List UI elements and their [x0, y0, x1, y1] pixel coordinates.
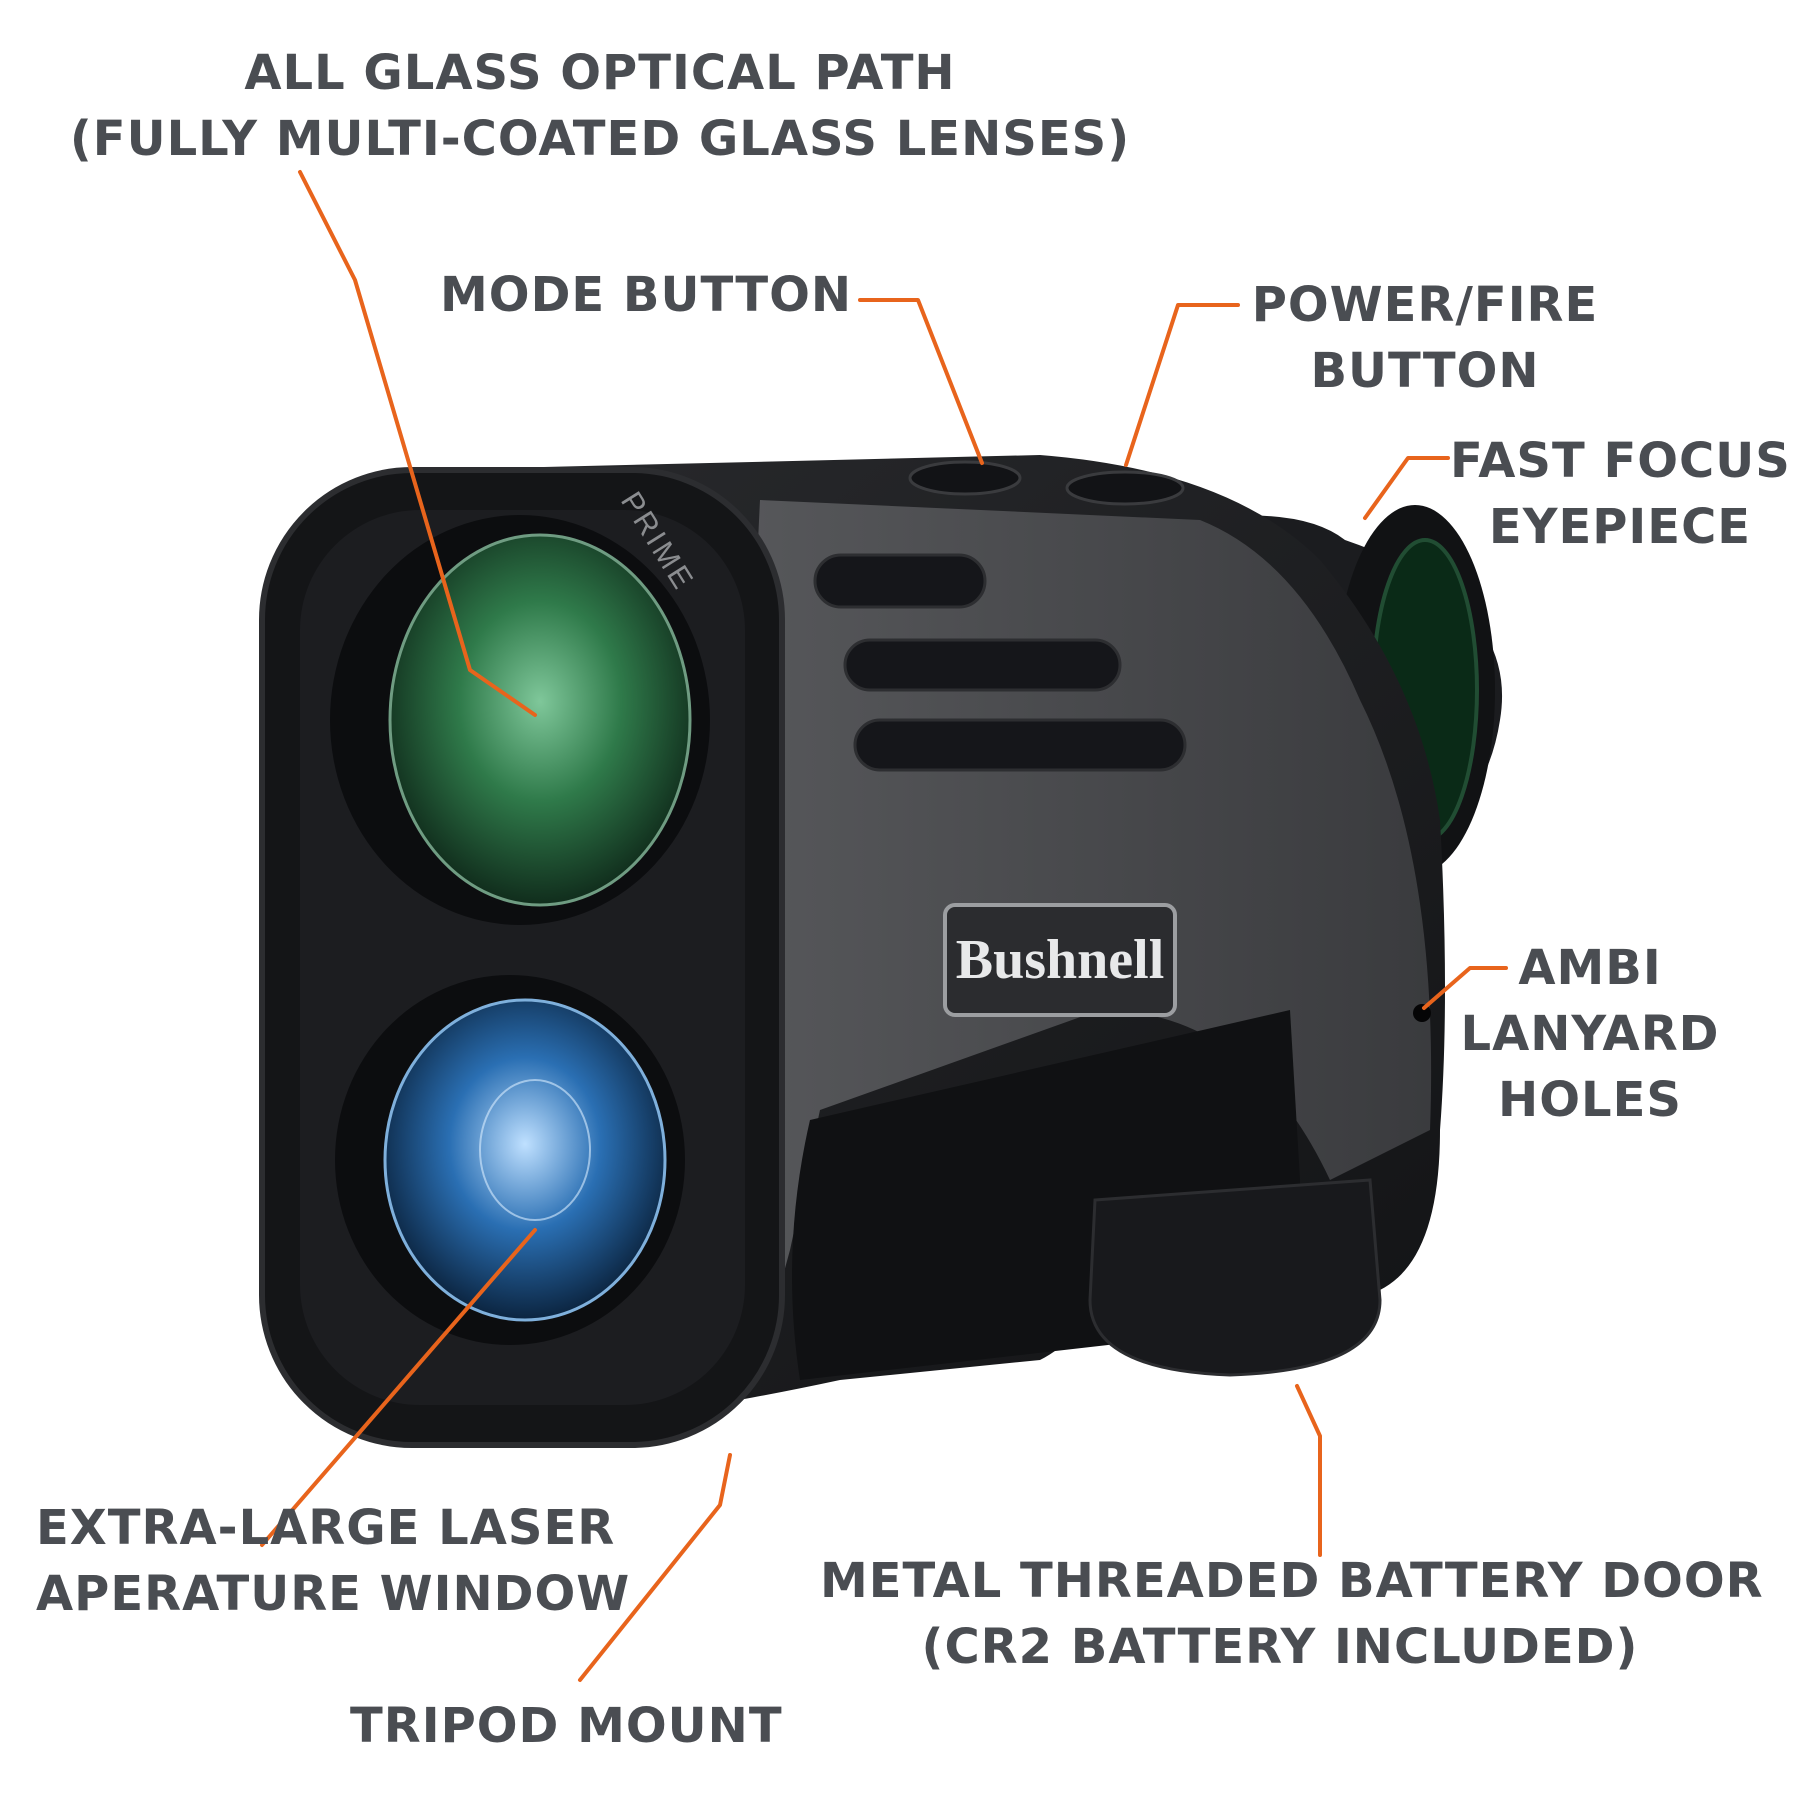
callout-battery-door-line1: METAL THREADED BATTERY DOOR [820, 1553, 1764, 1609]
callout-tripod-mount: TRIPOD MOUNT [350, 1693, 783, 1759]
leader-optical-path [298, 170, 537, 717]
callout-laser-window-line1: EXTRA-LARGE LASER [36, 1500, 616, 1556]
callout-lanyard-line3: HOLES [1498, 1072, 1682, 1129]
callout-optical-path-line2: (FULLY MULTI-COATED GLASS LENSES) [69, 111, 1131, 168]
callout-lanyard-line1: AMBI [1518, 940, 1662, 996]
leader-lanyard [1422, 966, 1508, 1010]
leader-fast-focus [1363, 456, 1450, 520]
leader-mode-button [858, 298, 984, 465]
power-button-shape [1065, 470, 1185, 506]
brand-plate: Bushnell [943, 903, 1177, 1017]
leader-lines [260, 170, 1508, 1682]
objective-lens [330, 515, 710, 925]
callout-optical-path: ALL GLASS OPTICAL PATH (FULLY MULTI-COAT… [60, 40, 1140, 172]
callout-tripod-mount-line1: TRIPOD MOUNT [350, 1698, 783, 1754]
callout-laser-window-line2: APERATURE WINDOW [36, 1566, 631, 1623]
callout-fast-focus-line1: FAST FOCUS [1450, 433, 1791, 489]
mode-button-shape [908, 460, 1022, 496]
callout-lanyard-line2: LANYARD [1460, 1006, 1720, 1063]
battery-door [1088, 1178, 1382, 1377]
grip-ribs [813, 553, 1187, 772]
callout-mode-button-line1: MODE BUTTON [440, 267, 853, 323]
callout-mode-button: MODE BUTTON [440, 262, 853, 328]
callout-power-fire: POWER/FIRE BUTTON [1245, 272, 1605, 404]
callout-lanyard: AMBI LANYARD HOLES [1450, 935, 1730, 1134]
callout-battery-door: METAL THREADED BATTERY DOOR (CR2 BATTERY… [820, 1548, 1764, 1680]
callout-fast-focus-line2: EYEPIECE [1488, 499, 1752, 556]
callout-optical-path-line1: ALL GLASS OPTICAL PATH [244, 45, 956, 101]
leader-battery-door [1295, 1384, 1322, 1557]
leader-tripod-mount [578, 1453, 732, 1682]
callout-laser-window: EXTRA-LARGE LASER APERATURE WINDOW [36, 1495, 636, 1627]
laser-lens [335, 975, 685, 1345]
callout-battery-door-line2: (CR2 BATTERY INCLUDED) [921, 1619, 1639, 1676]
leader-power-fire [1124, 303, 1240, 467]
leader-laser-window [260, 1228, 537, 1547]
callout-fast-focus: FAST FOCUS EYEPIECE [1450, 428, 1790, 560]
callout-power-fire-line1: POWER/FIRE [1251, 277, 1599, 333]
callout-power-fire-line2: BUTTON [1310, 343, 1540, 400]
brand-logo: Bushnell [956, 929, 1165, 991]
lanyard-hole [1413, 1004, 1431, 1022]
